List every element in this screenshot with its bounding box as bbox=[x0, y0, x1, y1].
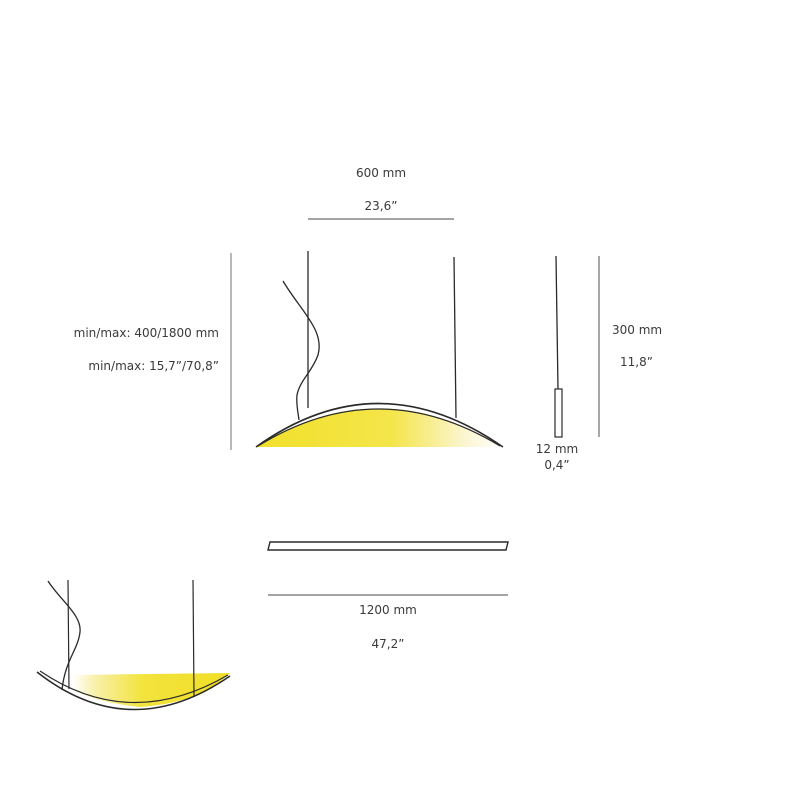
side-view bbox=[554, 255, 600, 438]
power-cord bbox=[282, 280, 320, 421]
perspective-cable-right bbox=[192, 579, 195, 698]
shade-outer-arc bbox=[255, 402, 504, 448]
side-thickness-mm-label: 12 mm bbox=[535, 442, 579, 456]
side-cable bbox=[555, 255, 559, 390]
side-height-in-label: 11,8” bbox=[620, 355, 653, 369]
front-width-in-label: 23,6” bbox=[364, 199, 398, 213]
perspective-light-glow bbox=[72, 673, 230, 707]
top-profile-body bbox=[267, 541, 509, 551]
top-view bbox=[267, 541, 509, 596]
suspension-cable-right bbox=[453, 256, 457, 419]
perspective-cable-left bbox=[67, 579, 70, 690]
side-thickness-in-label: 0,4” bbox=[544, 458, 570, 472]
front-view bbox=[230, 218, 504, 450]
side-height-mm-label: 300 mm bbox=[612, 323, 663, 337]
top-length-in-label: 47,2” bbox=[371, 637, 405, 651]
front-height-in-label: min/max: 15,7”/70,8” bbox=[88, 359, 219, 373]
shade-inner-arc bbox=[257, 408, 501, 447]
perspective-shade-outer bbox=[36, 671, 231, 711]
top-length-mm-label: 1200 mm bbox=[359, 603, 417, 617]
front-height-mm-label: min/max: 400/1800 mm bbox=[73, 326, 219, 340]
perspective-view bbox=[36, 579, 231, 711]
perspective-power-cord bbox=[47, 580, 81, 691]
front-width-mm-label: 600 mm bbox=[355, 166, 407, 180]
side-profile-body bbox=[554, 388, 563, 438]
